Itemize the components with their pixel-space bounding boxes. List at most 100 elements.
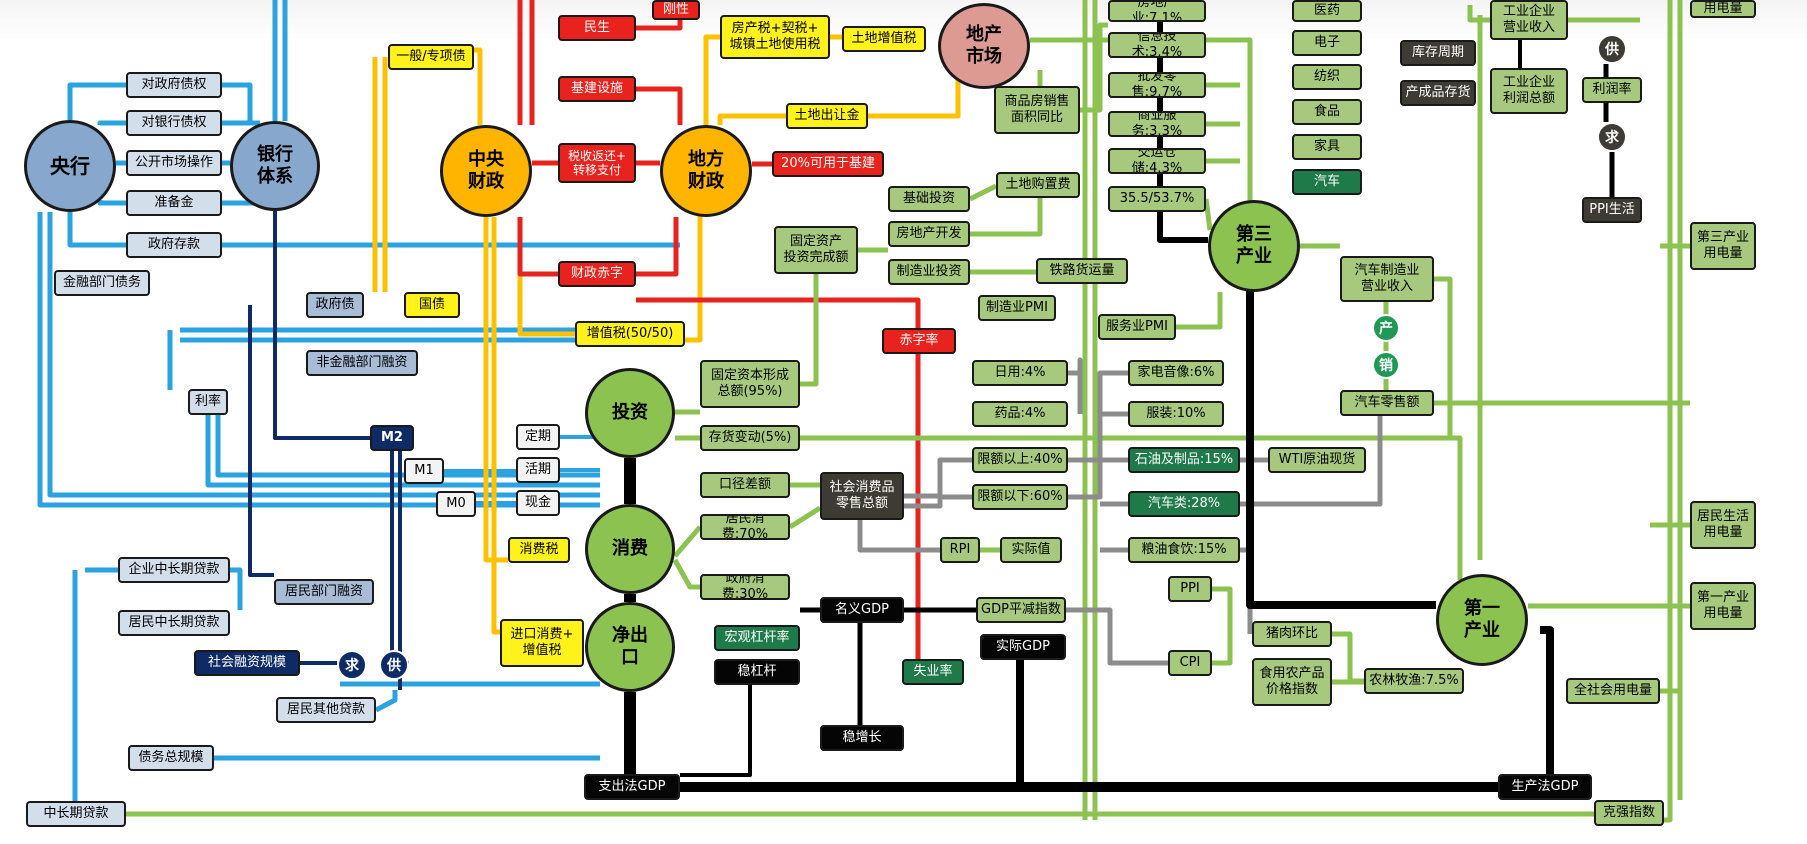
railway-freight-box: 铁路货运量 — [1036, 258, 1128, 284]
tertiary-industry-node: 第三 产业 — [1208, 200, 1300, 292]
finished-goods-inventory-box: 产成品存货 — [1400, 80, 1476, 106]
bank-claims-box: 对银行债权 — [126, 110, 222, 136]
food-box: 食品 — [1292, 99, 1362, 125]
connector-line-29 — [273, 211, 370, 440]
household-power-box: 居民生活 用电量 — [1690, 501, 1756, 549]
central-fiscal-node: 中央 财政 — [440, 125, 532, 217]
keqiang-index-box: 克强指数 — [1594, 800, 1664, 826]
connector-line-1 — [222, 82, 253, 121]
consumption-tax-box: 消费税 — [508, 537, 570, 563]
m0-box: M0 — [436, 491, 476, 517]
household-long-loans-box: 居民中长期贷款 — [118, 610, 230, 636]
financial-sector-debt-box: 金融部门债务 — [54, 270, 150, 296]
textiles-box: 纺织 — [1292, 64, 1362, 90]
petroleum-products-box: 石油及制品:15% — [1128, 447, 1240, 473]
auto-class-box: 汽车类:28% — [1128, 491, 1240, 517]
manufacturing-pmi-box: 制造业PMI — [978, 295, 1056, 321]
connector-line-0 — [67, 82, 126, 120]
connector-line-105 — [1240, 416, 1383, 507]
top-power-box: 用电量 — [1690, 0, 1756, 18]
rpi-box: RPI — [940, 537, 980, 563]
edible-agri-price-box: 食用农产品 价格指数 — [1252, 658, 1332, 706]
rigid-box: 刚性 — [652, 0, 700, 20]
demand-right-marker: 求 — [1597, 122, 1627, 152]
connector-line-64 — [968, 183, 998, 202]
connector-line-59 — [1206, 37, 1253, 230]
interest-rate-box: 利率 — [188, 389, 228, 415]
supply-right-marker: 供 — [1597, 34, 1627, 64]
wholesale-retail-pct-box: 批发零售:9.7% — [1108, 72, 1206, 98]
govt-consumption-box: 政府消费:30% — [700, 574, 790, 600]
connector-line-94 — [1212, 586, 1233, 666]
industrial-revenue-box: 工业企业 营业收入 — [1490, 0, 1568, 40]
connector-line-55 — [902, 354, 921, 673]
appliances-av-box: 家电音像:6% — [1128, 360, 1224, 386]
retail-sales-box: 社会消费品 零售总额 — [820, 472, 904, 520]
connector-line-14 — [205, 402, 600, 488]
household-consumption-box: 居民消费:70% — [700, 514, 790, 540]
connector-line-114 — [1246, 290, 1436, 609]
profit-margin-box: 利润率 — [1582, 77, 1642, 103]
primary-power-box: 第一产业 用电量 — [1690, 582, 1756, 630]
connector-line-65 — [970, 198, 1043, 237]
furniture-box: 家具 — [1292, 134, 1362, 160]
open-market-ops-box: 公开市场操作 — [126, 150, 222, 176]
total-debt-box: 债务总规模 — [128, 745, 214, 771]
pork-mom-box: 猪肉环比 — [1252, 621, 1332, 647]
social-financing-box: 社会融资规模 — [194, 650, 300, 676]
cpi-box: CPI — [1168, 650, 1212, 676]
connector-line-115 — [1540, 626, 1554, 774]
agri-pct-box: 农林牧渔:7.5% — [1364, 668, 1464, 694]
connector-line-19 — [72, 570, 126, 817]
services-pmi-box: 服务业PMI — [1098, 314, 1176, 340]
cash-box: 现金 — [516, 490, 560, 516]
connector-line-109 — [857, 520, 940, 553]
vat-box: 增值税(50/50) — [575, 321, 685, 347]
property-taxes-box: 房产税+契税+ 城镇土地使用税 — [720, 15, 830, 59]
connector-line-92 — [788, 505, 822, 530]
grain-oil-food-box: 粮油食饮:15% — [1128, 537, 1240, 563]
connector-line-48 — [636, 86, 683, 125]
demand-left-marker: 求 — [337, 650, 367, 680]
govt-deposits-box: 政府存款 — [126, 232, 222, 258]
connector-line-42 — [717, 113, 786, 125]
mid-long-loans-box: 中长期贷款 — [26, 801, 126, 827]
m2-box: M2 — [370, 425, 414, 451]
below-quota-box: 限额以下:60% — [972, 484, 1068, 510]
connector-line-58 — [1080, 22, 1108, 113]
connector-line-121 — [680, 685, 752, 777]
society-power-box: 全社会用电量 — [1566, 678, 1660, 704]
sales-marker: 销 — [1372, 351, 1400, 379]
ppi-living-box: PPI生活 — [1582, 197, 1642, 223]
deficit-rate-box: 赤字率 — [882, 328, 956, 354]
above-quota-box: 限额以上:40% — [972, 447, 1068, 473]
tertiary-power-box: 第三产业 用电量 — [1690, 222, 1756, 270]
production-marker: 产 — [1372, 314, 1400, 342]
m1-box: M1 — [404, 458, 444, 484]
demand-deposit-box: 活期 — [516, 457, 560, 483]
real-estate-market-node: 地产 市场 — [938, 3, 1030, 89]
real-estate-dev-box: 房地产开发 — [888, 221, 970, 247]
expenditure-gdp-box: 支出法GDP — [584, 774, 680, 800]
connector-line-95 — [1332, 631, 1364, 684]
land-transfer-box: 土地出让金 — [786, 103, 868, 129]
connector-line-90 — [672, 558, 700, 590]
land-vat-box: 土地增值税 — [842, 26, 926, 52]
reserves-box: 准备金 — [126, 190, 222, 216]
connector-line-63 — [1203, 198, 1213, 231]
connector-line-72 — [1176, 292, 1223, 330]
word-of-mouth-gap-box: 口径差额 — [700, 472, 790, 498]
infra-investment-box: 基础投资 — [888, 186, 970, 212]
livelihood-box: 民生 — [558, 15, 636, 41]
production-gdp-box: 生产法GDP — [1498, 774, 1592, 800]
real-value-box: 实际值 — [1000, 537, 1062, 563]
connector-line-6 — [97, 200, 126, 206]
new-home-sales-area-box: 商品房销售 面积同比 — [994, 86, 1080, 134]
import-tax-box: 进口消费+ 增值税 — [500, 619, 584, 667]
connector-line-68 — [800, 274, 819, 387]
connector-line-37 — [483, 217, 508, 563]
auto-retail-box: 汽车零售额 — [1340, 390, 1434, 416]
household-other-loans-box: 居民其他贷款 — [276, 697, 376, 723]
connector-line-107 — [1066, 607, 1168, 666]
